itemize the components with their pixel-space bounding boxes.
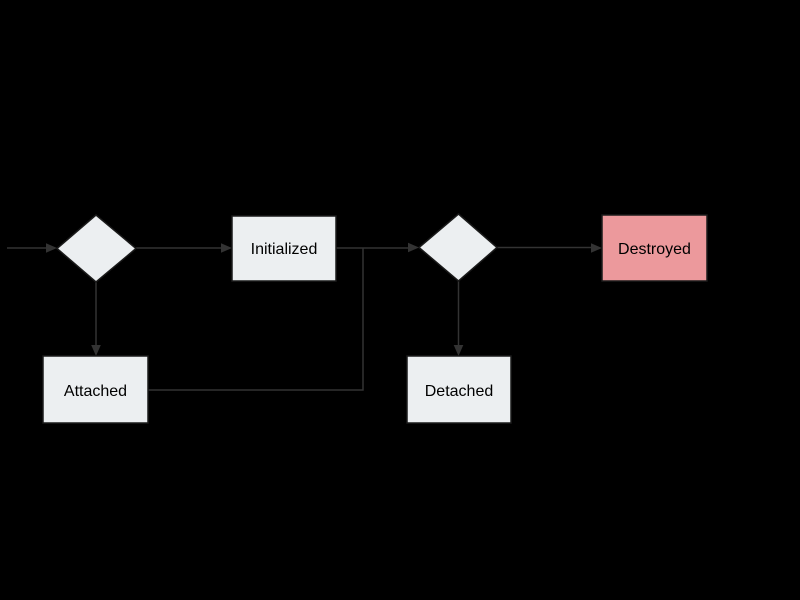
arrowhead-into-detached xyxy=(453,345,464,356)
node-detached xyxy=(406,355,512,424)
arrowhead-into-initialized xyxy=(221,243,232,253)
arrowhead-into-decision1 xyxy=(46,243,57,253)
node-attached-label: Attached xyxy=(64,383,127,400)
arrowhead-into-destroyed xyxy=(591,243,602,253)
node-destroyed-label: Destroyed xyxy=(618,241,691,258)
node-attached xyxy=(42,355,149,424)
node-initialized-label: Initialized xyxy=(251,241,318,258)
node-detached-label: Detached xyxy=(425,383,494,400)
decision-diamond-1 xyxy=(55,214,138,283)
node-group: Initialized Destroyed Attached Detached xyxy=(42,213,708,424)
decision-diamond-2 xyxy=(417,213,499,282)
node-initialized xyxy=(231,215,337,282)
edge-group xyxy=(7,242,602,391)
edge-attached-to-decision2 xyxy=(148,248,364,391)
arrowhead-into-decision2 xyxy=(408,242,419,253)
node-destroyed xyxy=(601,214,708,282)
arrowhead-into-attached xyxy=(91,345,101,356)
